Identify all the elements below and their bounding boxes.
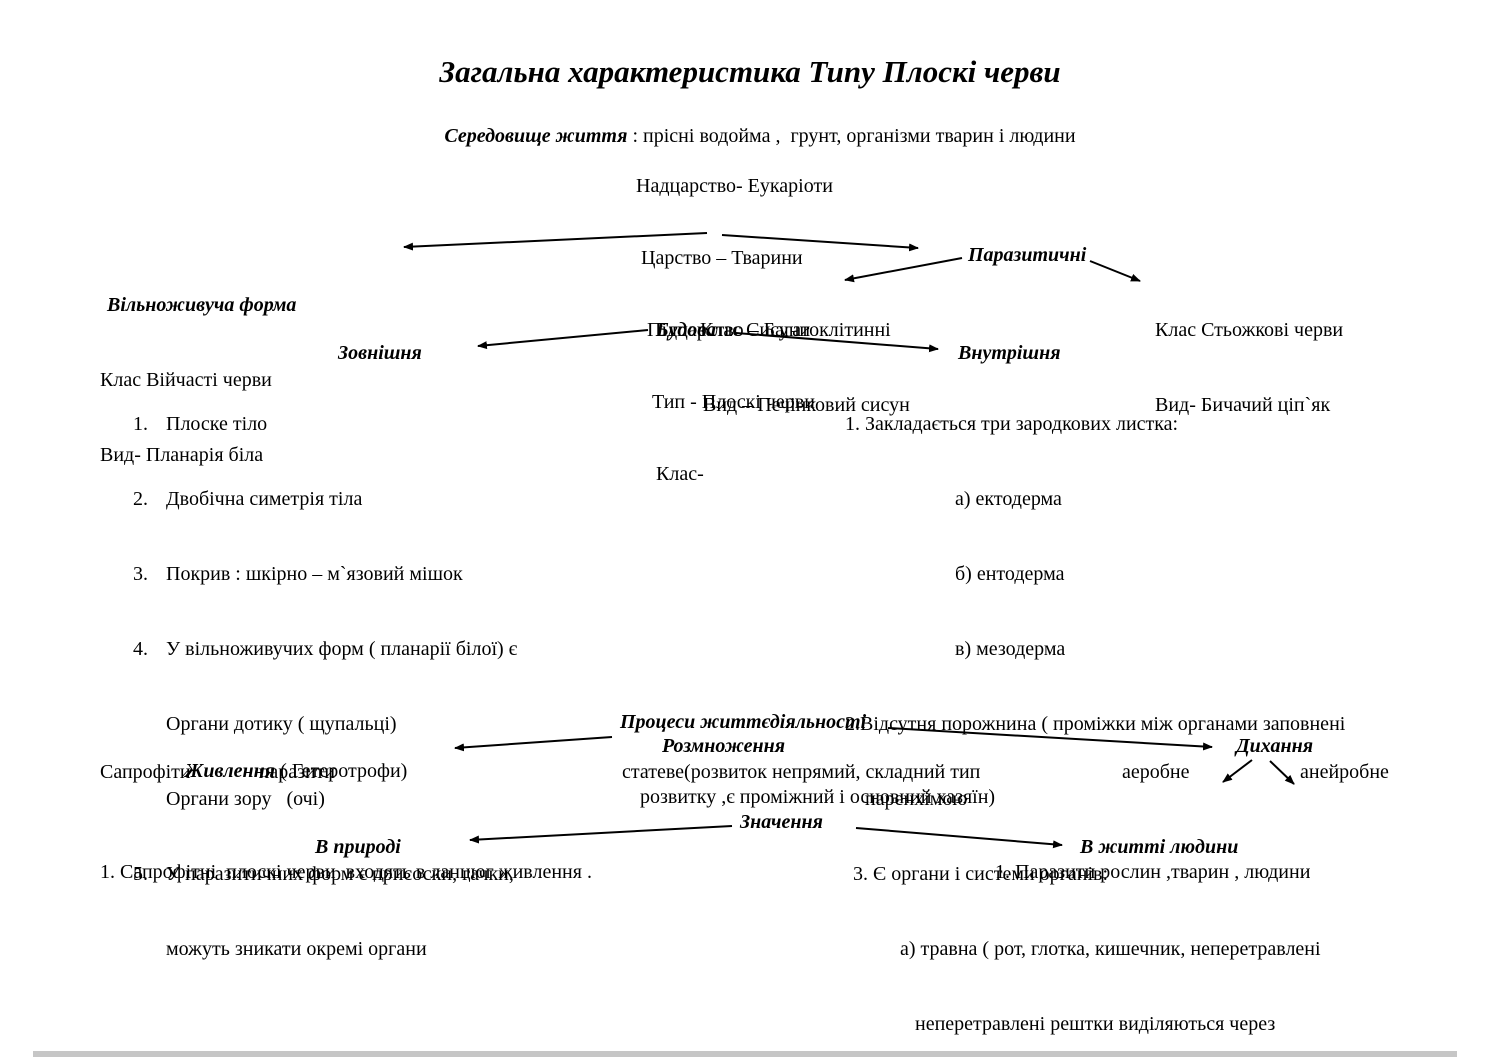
- list-text: 1. Закладається три зародкових листка:: [845, 413, 1179, 435]
- parasitic-heading: Паразитичні: [968, 244, 1087, 266]
- list-text: У паразитичних форм є присоски, гачки,: [166, 863, 514, 885]
- list-marker: 1.: [133, 413, 148, 435]
- list-text: неперетравлені рештки виділяються через: [915, 1013, 1276, 1035]
- nutrition-line: Живлення ( Гетеротрофи): [165, 734, 407, 809]
- list-text: б) ентодерма: [955, 563, 1065, 585]
- list-marker: 3.: [133, 563, 148, 585]
- external-heading: Зовнішня: [338, 342, 422, 364]
- list-text: У вільноживучих форм ( планарії білої) є: [166, 638, 518, 660]
- list-marker: 4.: [133, 638, 148, 660]
- habitat-label: Середовище життя: [444, 125, 628, 147]
- list-item: 2. Двобічна симетрія тіла: [133, 487, 517, 512]
- list-text: Двобічна симетрія тіла: [166, 488, 363, 510]
- list-marker: [133, 937, 166, 962]
- list-item: 5. У паразитичних форм є присоски, гачки,: [133, 862, 517, 887]
- list-item: Органи дотику ( щупальці): [133, 712, 517, 737]
- external-structure-list: 1. Плоске тіло 2. Двобічна симетрія тіла 3…: [133, 362, 517, 1012]
- nutrition-saprophytes: Сапрофіти: [100, 761, 191, 783]
- list-marker: 5.: [133, 863, 148, 885]
- free-living-heading: Вільноживуча форма: [107, 294, 297, 316]
- reproduction-line-1: статеве(розвиток непрямий, складний тип: [622, 761, 981, 783]
- respiration-heading: Дихання: [1236, 735, 1314, 757]
- list-text: 3. Є органи і системи органів:: [853, 863, 1109, 885]
- internal-heading: Внутрішня: [958, 342, 1061, 364]
- list-marker: [133, 787, 166, 812]
- list-text: а) травна ( рот, глотка, кишечник, непер…: [900, 938, 1321, 960]
- reproduction-heading: Розмноження: [662, 735, 786, 757]
- nature-line: 1. Сапрофітні плоскі черви входять в лан…: [100, 861, 592, 883]
- human-line: 1. Паразити рослин ,тварин , людини: [995, 861, 1311, 883]
- significance-heading: Значення: [740, 811, 823, 833]
- list-text: в) мезодерма: [955, 638, 1066, 660]
- list-item: Органи зору (очі): [133, 787, 517, 812]
- habitat-line: Середовище життя : прісні водойма , грун…: [0, 99, 1500, 174]
- list-text: Органи зору (очі): [166, 788, 325, 810]
- list-marker: [133, 712, 166, 737]
- free-living-block: Вільноживуча форма Клас Війчасті черви В…: [100, 243, 296, 518]
- taxonomy-line: Клас-: [656, 463, 704, 485]
- list-text: Покрив : шкірно – м`язовий мішок: [166, 563, 463, 585]
- arrow-parasitic-to-tapeworms: [1089, 260, 1141, 282]
- flukes-species: Вид – Печінковий сисун: [703, 394, 910, 416]
- habitat-text: : прісні водойма , грунт, організми твар…: [627, 125, 1076, 147]
- taxonomy-line: Надцарство- Еукаріоти: [636, 175, 833, 197]
- human-heading: В житті людини: [1080, 836, 1239, 858]
- internal-structure-list: 1. Закладається три зародкових листка: а…: [845, 362, 1351, 1061]
- structure-heading: Будова: [656, 319, 716, 341]
- nutrition-parasites: паразити: [258, 761, 336, 783]
- page-title: Загальна характеристика Типу Плоскі черв…: [439, 54, 1061, 89]
- list-item: 3. Покрив : шкірно – м`язовий мішок: [133, 562, 517, 587]
- list-marker: 2.: [133, 488, 148, 510]
- list-text: Плоске тіло: [166, 413, 268, 435]
- respiration-aerobic: аеробне: [1122, 761, 1190, 783]
- life-processes-heading: Процеси життєдіяльності: [620, 711, 867, 733]
- taxonomy-line: Підцарство – Багатоклітинні: [647, 319, 891, 341]
- nutrition-label: Живлення: [185, 760, 276, 782]
- reproduction-line-2: розвитку ,є проміжний і основний хазяїн): [640, 786, 996, 808]
- list-text: 2.Відсутня порожнина ( проміжки між орга…: [845, 713, 1346, 735]
- taxonomy-line: Царство – Тварини: [641, 247, 803, 269]
- free-living-class: Клас Війчасті черви: [100, 369, 272, 391]
- list-item: 4. У вільноживучих форм ( планарії білої)…: [133, 637, 517, 662]
- list-text: а) ектодерма: [955, 488, 1062, 510]
- respiration-anaerobic: анейробне: [1300, 761, 1389, 783]
- tapeworms-block: Клас Стьожкові черви Вид- Бичачий ціп`як: [1155, 268, 1343, 468]
- flukes-class: Клас Сисуни: [700, 319, 811, 341]
- list-text: паренхімою: [865, 788, 968, 810]
- free-living-species: Вид- Планарія біла: [100, 444, 264, 466]
- tapeworms-class: Клас Стьожкові черви: [1155, 319, 1344, 341]
- list-item: можуть зникати окремі органи: [133, 937, 517, 962]
- arrow-structure-to-external: [477, 329, 649, 350]
- list-text: можуть зникати окремі органи: [166, 938, 427, 960]
- bottom-edge-strip: [33, 1051, 1457, 1057]
- taxonomy-line: Тип - Плоскі черви: [652, 391, 815, 413]
- list-text: Органи дотику ( щупальці): [166, 713, 397, 735]
- nutrition-types-row: Сапрофіти паразити: [100, 760, 335, 785]
- nutrition-note: ( Гетеротрофи): [275, 760, 408, 782]
- list-item: 1. Плоске тіло: [133, 412, 517, 437]
- tapeworms-species: Вид- Бичачий ціп`як: [1155, 394, 1331, 416]
- nature-heading: В природі: [315, 836, 401, 858]
- flukes-block: Клас Сисуни Вид – Печінковий сисун: [700, 268, 910, 468]
- taxonomy-block: Надцарство- Еукаріоти Царство – Тварини …: [636, 126, 891, 534]
